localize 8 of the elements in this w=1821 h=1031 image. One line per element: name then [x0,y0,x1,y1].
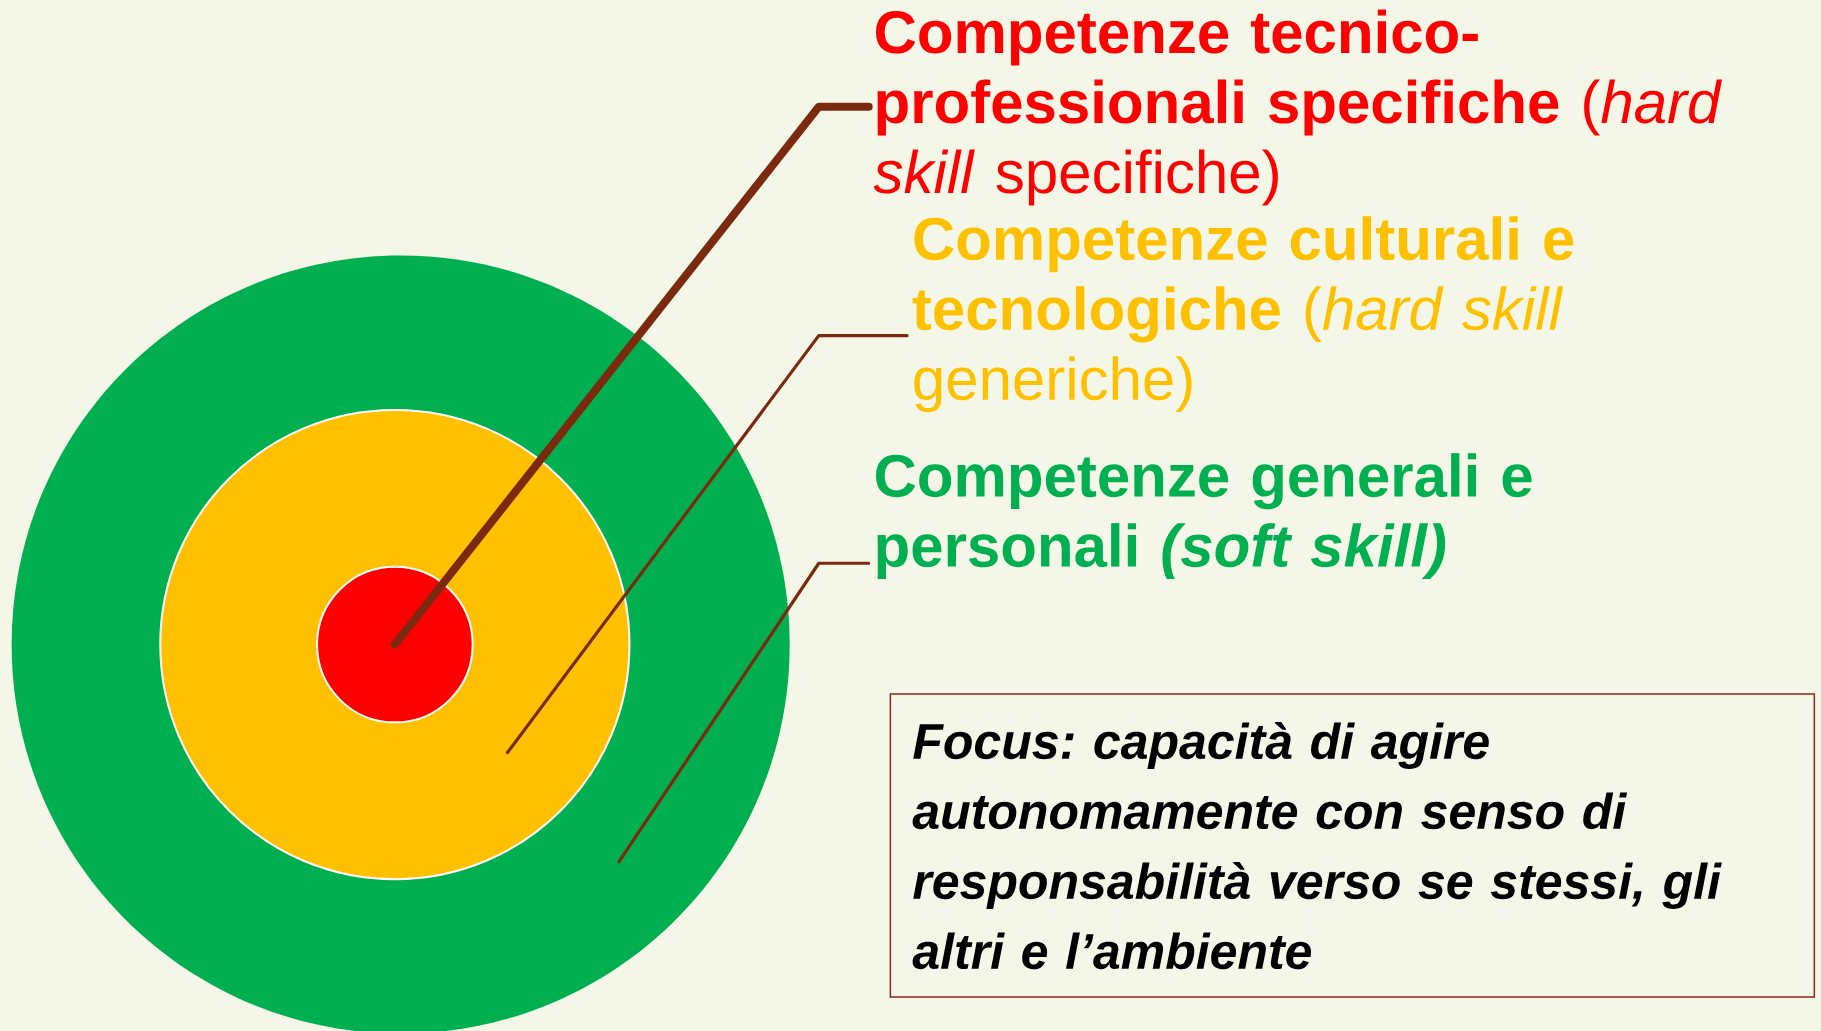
heading-text: Competenze tecnico-professionali specifiche (hard skill specifiche) [873,9,1723,206]
target-bullseye [316,565,474,724]
heading-text: Competenze culturali e tecnologiche (hard skill generiche) [912,216,1574,412]
leader-line [505,333,909,755]
heading-text: Competenze generali e personali (soft skill) [876,453,1532,579]
leader-line [390,102,873,649]
focus-box: Focus: capacità di agire autonomamente con senso di responsabilità verso se stessi, gli altri e l’ambiente [889,693,1816,998]
leader-line [617,561,871,864]
